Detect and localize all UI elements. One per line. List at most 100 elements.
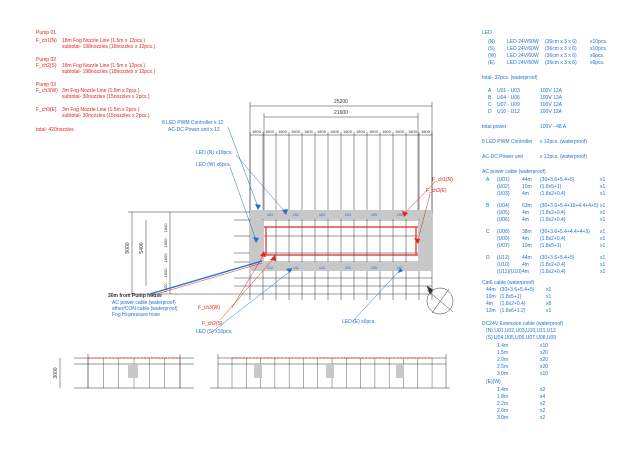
unit-label: U02 <box>293 213 299 217</box>
ac-row-len: 4m <box>522 191 529 197</box>
led-leaders <box>211 126 401 333</box>
pwm-value: x 12pcs. (waterproof) <box>540 139 587 145</box>
bay-dimension: 1800 <box>343 129 353 134</box>
led-title: LED <box>482 30 492 36</box>
unit-spec: 100V 12A <box>540 102 562 108</box>
cat6-len: 44m <box>486 287 496 293</box>
dim-inner: 21600 <box>334 110 348 116</box>
ac-row-len: 38m <box>522 229 532 235</box>
cat6-len: 4m <box>486 301 493 307</box>
led-row-qty: x6pcs. <box>590 53 605 59</box>
dc-count: x10 <box>540 371 549 377</box>
pump02-code: F_ch2(S) <box>36 63 57 69</box>
pump03-label: Pump 03 <box>36 82 57 88</box>
vertical-bay-dimension: 1800 <box>163 223 168 233</box>
unit-label: U06 <box>397 213 403 217</box>
bay-dimension: 1800 <box>369 129 379 134</box>
acdc-value: x 12pcs. (waterproof) <box>540 154 587 160</box>
total-power-value: 100V - 48 A <box>540 124 567 130</box>
label-acdc: AC-DC Power unit x 12 <box>168 127 220 133</box>
bay-dimension: 1800 <box>408 129 418 134</box>
unit-label: U05 <box>371 213 377 217</box>
cat6-title: Cat6 cable (waterproof) <box>482 280 535 286</box>
ac-row-calc: (1.8x2+0.4) <box>540 210 566 216</box>
pump02-label: Pump 02 <box>36 57 57 63</box>
compass-icon <box>426 285 454 315</box>
dc-sub-south: (S) U04,U05,U06,U07,U08,U09 <box>486 335 557 341</box>
unit-label: U12 <box>267 266 273 270</box>
pump01-code: F_ch1(N) <box>36 38 57 44</box>
label-led-s: LED (S) x10pcs. <box>196 329 233 335</box>
bay-dimension: 1800 <box>356 129 366 134</box>
ac-row-calc: (1.8x5+1) <box>540 243 562 249</box>
pump-hose <box>149 260 263 295</box>
bay-dimension: 1800 <box>278 129 288 134</box>
total-power-label: total power: <box>482 124 508 130</box>
ac-row-count: x1 <box>600 229 606 235</box>
unit-spec: 100V 12A <box>540 109 562 115</box>
ac-row-len: 63m <box>522 203 532 209</box>
ac-row-len: 44m <box>522 177 532 183</box>
ac-group-code: C <box>486 229 490 235</box>
ac-row-calc: (30+3.6+5.4+19+4.4+4+5) <box>540 203 599 209</box>
ac-row-unit: (U04) <box>497 203 510 209</box>
led-row-dims: (36cm x 3 x 6) <box>545 60 577 66</box>
ac-row-unit: (U10) <box>497 262 510 268</box>
dc-len: 2.5m <box>497 364 509 370</box>
dc-len: 3.0m <box>497 415 509 421</box>
bay-dimension: 1800 <box>382 129 392 134</box>
led-row-qty: x6pcs. <box>590 60 605 66</box>
ac-row-count: x1 <box>600 217 606 223</box>
dc-len: 2.2m <box>497 401 509 407</box>
dc-len: 1.5m <box>497 350 509 356</box>
ac-group-code: B <box>486 203 490 209</box>
led-row-code: (S) <box>488 46 495 52</box>
unit-spec: 100V 12A <box>540 88 562 94</box>
led-row-dims: (36cm x 3 x 6) <box>545 53 577 59</box>
pump02-subtotal: subtotal- 198nozzles (18nozzles x 12pcs.… <box>62 69 156 75</box>
dc-sub-ew: (E)(W) <box>486 379 501 385</box>
dim-height-total: 9000 <box>125 242 131 253</box>
acdc-label: AC-DC Power unit <box>482 154 523 160</box>
dc-len: 1.8m <box>497 394 509 400</box>
label-fch1: F_ch1(N) <box>432 177 453 183</box>
dc-cable-title: DC24V Extension cable (waterproof) <box>482 321 564 327</box>
pump03e-subtotal: subtotal- 30nozzles (15nozzles x 2pcs.) <box>62 113 150 119</box>
unit-label: U09 <box>345 266 351 270</box>
ac-row-calc: (30+3.6+5.4+5) <box>540 255 575 261</box>
pump-note-distance: 30m from Pump house <box>108 293 162 299</box>
pump03e-desc: 3m Fog Nozzle Line (1.5m x 2pcs.) <box>62 107 140 113</box>
dim-height-inner: 5400 <box>139 242 145 253</box>
unit-code: C <box>488 102 492 108</box>
vertical-bay-dimension: 1800 <box>163 253 168 263</box>
ac-row-count: x1 <box>600 255 606 261</box>
led-total: total- 32pcs. (waterproof) <box>482 75 538 81</box>
dc-len: 1.4m <box>497 387 509 393</box>
ac-row-len: 10m <box>522 243 532 249</box>
ac-row-count: x1 <box>600 191 606 197</box>
unit-label: U11 <box>293 266 299 270</box>
pump-note-hose: Fog Hi-pressure hose <box>112 312 161 318</box>
ac-row-unit: (U05) <box>497 210 510 216</box>
ac-row-len: 4m <box>522 262 529 268</box>
ac-row-calc: (1.8x2+0.4) <box>540 217 566 223</box>
pump-note-ether: ether/CON cable (waterproof) <box>112 306 178 312</box>
ac-cable-title: AC power cable (waterproof) <box>482 169 546 175</box>
unit-label: U01 <box>267 213 273 217</box>
bay-dimension: 1800 <box>291 129 301 134</box>
dc-count: x20 <box>540 357 549 363</box>
ac-row-count: x1 <box>600 210 606 216</box>
ac-group-code: A <box>486 177 490 183</box>
ac-row-unit: (U12) <box>497 255 510 261</box>
ac-row-calc: (1.8x2+0.4) <box>540 262 566 268</box>
label-pwm: 8 LED PWM Controller x 12 <box>162 120 224 126</box>
led-row-dims: (36cm x 3 x 6) <box>545 46 577 52</box>
vertical-bay-dimension: 1800 <box>163 268 168 278</box>
led-row-dims: (36cm x 3 x 6) <box>545 39 577 45</box>
unit-code: D <box>488 109 492 115</box>
ac-row-count: x1 <box>600 243 606 249</box>
dc-len: 1.4m <box>497 343 509 349</box>
ac-row-count: x1 <box>600 269 606 275</box>
cat6-len: 10m <box>486 294 496 300</box>
ac-row-calc: (1.8x2+0.4) <box>540 191 566 197</box>
